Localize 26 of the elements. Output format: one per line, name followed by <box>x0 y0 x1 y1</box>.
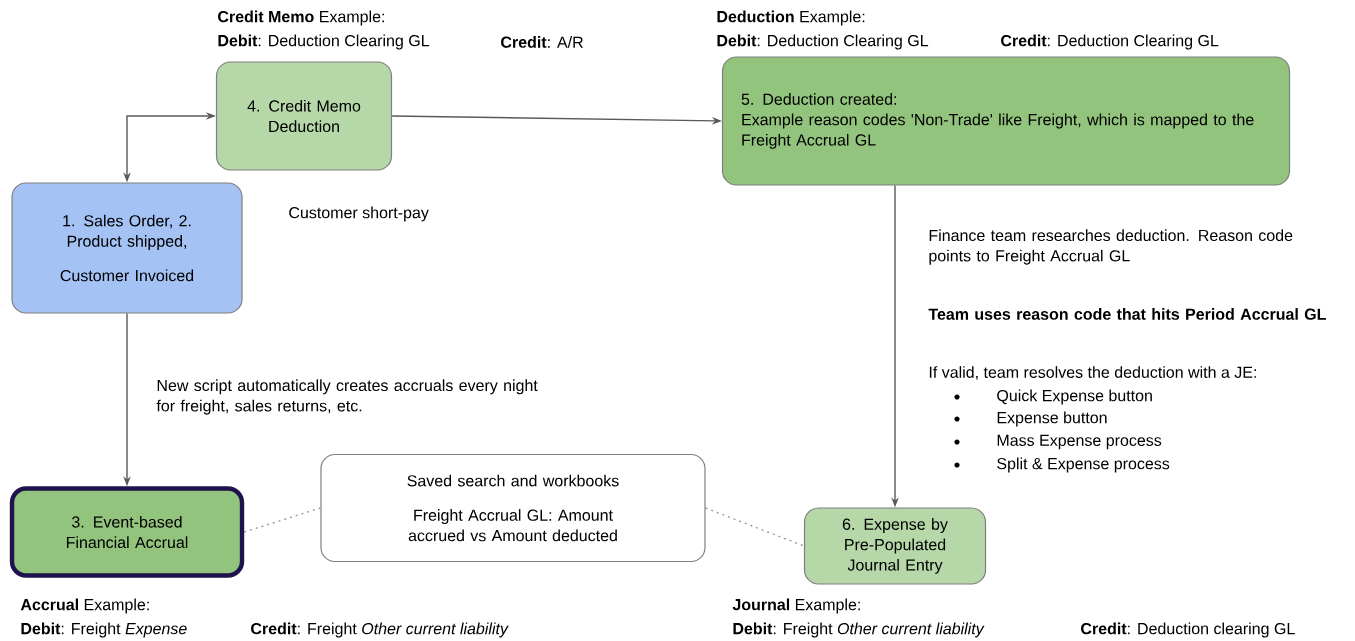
label-text: Finance team researches deduction. Reason code points to Freight Accrual GL <box>929 229 1293 265</box>
label-text: Credit Memo Example: <box>218 10 384 26</box>
process-box: 4. Credit Memo Deduction <box>215 61 393 171</box>
label-text: Split & Expense process <box>997 457 1170 473</box>
process-box: 6. Expense by Pre-Populated Journal Entry <box>803 507 987 585</box>
label-text: Customer short-pay <box>289 206 429 222</box>
connector-line <box>243 507 322 533</box>
label-text: If valid, team resolves the deduction with a JE: <box>929 366 1256 380</box>
label-text: Mass Expense process <box>997 434 1162 450</box>
label-text: Deduction Example: <box>717 10 865 26</box>
label-text: Credit: Deduction clearing GL <box>1081 622 1295 638</box>
process-box: 1. Sales Order, 2. Product shipped, Customer Invoiced <box>11 182 243 314</box>
label-text: New script automatically creates accruals every night for freight, sales returns, etc. <box>156 379 538 415</box>
process-box: 3. Event-based Financial Accrual <box>9 486 245 578</box>
label-text: Team uses reason code that hits Period Accrual GL <box>928 308 1326 320</box>
label-text: Expense button <box>997 411 1107 427</box>
label-text: Quick Expense button <box>997 389 1152 405</box>
label-text: Debit: Freight Expense <box>21 622 187 638</box>
label-text: Debit: Freight Other current liability <box>733 622 985 638</box>
label-text: Credit: Freight Other current liability <box>251 622 509 638</box>
label-text: Accrual Example: <box>20 598 149 614</box>
label-text: Journal Example: <box>732 598 860 614</box>
process-box: Saved search and workbooks Freight Accrual GL: Amount accrued vs Amount deducted <box>320 453 706 563</box>
label-text: Credit: A/R <box>501 36 583 48</box>
connector-line <box>704 507 805 547</box>
process-box: 5. Deduction created: Example reason codes 'Non-Trade' like Freight, which is mapped to the Freight Accrual GL <box>721 56 1291 186</box>
